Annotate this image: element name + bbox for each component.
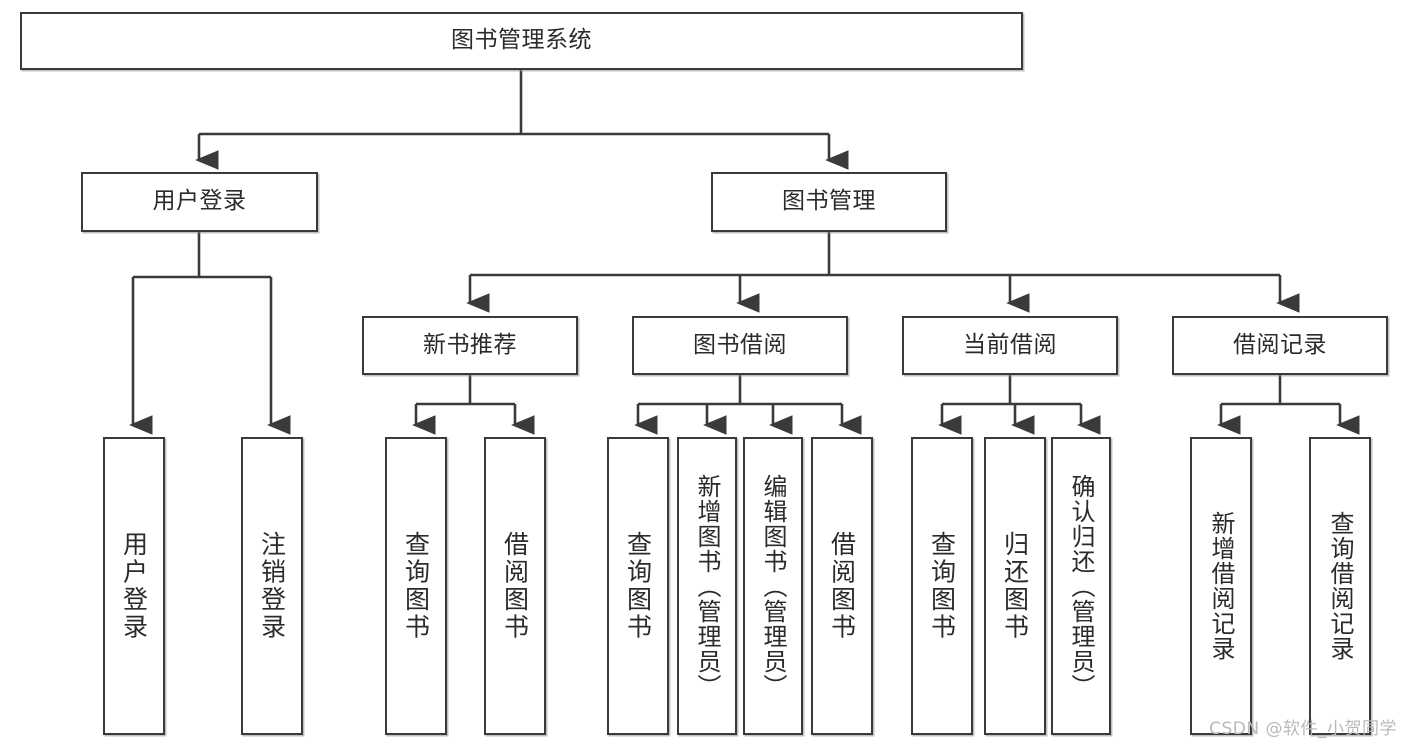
leaf-add-borrow-record[interactable]: 新增借阅记录 — [1190, 437, 1252, 735]
node-book-borrow-label: 图书借阅 — [693, 331, 787, 358]
leaf-edit-book-admin[interactable]: 编辑图书（管理员） — [743, 437, 803, 735]
leaf-borrow-book-label: 借阅图书 — [827, 531, 857, 641]
node-book-borrow[interactable]: 图书借阅 — [632, 316, 848, 375]
leaf-return-book[interactable]: 归还图书 — [984, 437, 1046, 735]
leaf-query-book-recommend[interactable]: 查询图书 — [385, 437, 447, 735]
leaf-query-book-current[interactable]: 查询图书 — [911, 437, 973, 735]
leaf-add-book-admin[interactable]: 新增图书（管理员） — [677, 437, 737, 735]
leaf-user-login[interactable]: 用户登录 — [103, 437, 165, 735]
leaf-query-borrow-record[interactable]: 查询借阅记录 — [1309, 437, 1371, 735]
leaf-add-book-admin-label: 新增图书（管理员） — [693, 473, 721, 699]
node-user-login[interactable]: 用户登录 — [81, 172, 318, 232]
node-borrow-record[interactable]: 借阅记录 — [1172, 316, 1388, 375]
leaf-borrow-book-recommend-label: 借阅图书 — [500, 531, 530, 641]
node-book-management[interactable]: 图书管理 — [711, 172, 947, 232]
node-current-borrow[interactable]: 当前借阅 — [902, 316, 1118, 375]
node-user-login-label: 用户登录 — [152, 188, 247, 215]
leaf-query-book-recommend-label: 查询图书 — [401, 531, 431, 641]
leaf-return-book-label: 归还图书 — [1000, 531, 1030, 641]
leaf-confirm-return-admin[interactable]: 确认归还（管理员） — [1051, 437, 1111, 735]
leaf-edit-book-admin-label: 编辑图书（管理员） — [759, 473, 787, 699]
leaf-user-login-label: 用户登录 — [119, 531, 149, 641]
leaf-query-book-current-label: 查询图书 — [927, 531, 957, 641]
leaf-query-book-borrow[interactable]: 查询图书 — [607, 437, 669, 735]
node-new-book-recommend-label: 新书推荐 — [423, 331, 517, 358]
leaf-query-borrow-record-label: 查询借阅记录 — [1326, 511, 1354, 661]
leaf-query-book-borrow-label: 查询图书 — [623, 531, 653, 641]
node-new-book-recommend[interactable]: 新书推荐 — [362, 316, 578, 375]
leaf-borrow-book[interactable]: 借阅图书 — [811, 437, 873, 735]
leaf-confirm-return-admin-label: 确认归还（管理员） — [1067, 473, 1095, 699]
leaf-logout-label: 注销登录 — [257, 531, 287, 641]
node-borrow-record-label: 借阅记录 — [1233, 331, 1327, 358]
leaf-logout[interactable]: 注销登录 — [241, 437, 303, 735]
watermark-text: CSDN @软件_小贺同学 — [1209, 719, 1397, 739]
node-root-label: 图书管理系统 — [451, 27, 592, 54]
node-book-management-label: 图书管理 — [782, 188, 876, 215]
leaf-borrow-book-recommend[interactable]: 借阅图书 — [484, 437, 546, 735]
leaf-add-borrow-record-label: 新增借阅记录 — [1207, 511, 1235, 661]
node-current-borrow-label: 当前借阅 — [963, 331, 1057, 358]
node-root[interactable]: 图书管理系统 — [20, 12, 1023, 70]
